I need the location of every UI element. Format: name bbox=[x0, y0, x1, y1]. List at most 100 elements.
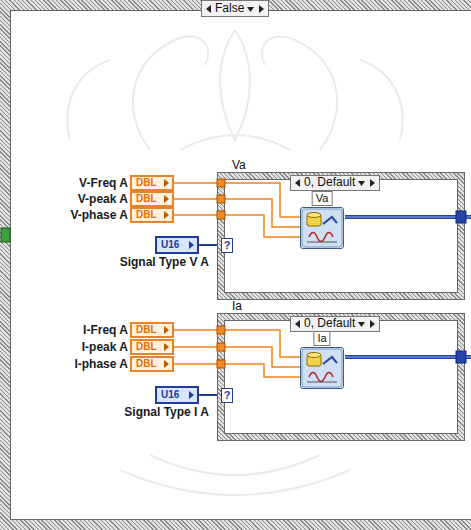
data-type: DBL bbox=[136, 193, 157, 205]
express-vi: Ia bbox=[300, 347, 344, 389]
terminal-label: V-peak A bbox=[78, 192, 128, 207]
waveform-wire bbox=[345, 215, 471, 219]
output-tunnel bbox=[456, 211, 466, 223]
vi-label-text: Ia bbox=[317, 332, 326, 345]
selector-mark: ? bbox=[224, 239, 231, 252]
watermark bbox=[67, 30, 402, 495]
express-vi: Va bbox=[300, 207, 344, 249]
numeric-wire bbox=[174, 215, 300, 237]
icon-axis bbox=[307, 382, 337, 383]
input-tunnel bbox=[217, 211, 225, 219]
terminal-arrow bbox=[189, 241, 194, 249]
case-name: 0, Default bbox=[304, 317, 355, 331]
selector-arrow bbox=[257, 4, 266, 14]
terminal-label: Signal Type I A bbox=[124, 405, 209, 420]
case-label: Va bbox=[232, 158, 246, 173]
terminal-label-text: Signal Type V A bbox=[120, 256, 209, 270]
selector-arrow-shape bbox=[295, 320, 300, 328]
terminal-label: V-Freq A bbox=[79, 176, 128, 191]
selector-arrow-shape bbox=[370, 320, 375, 328]
terminal-arrow bbox=[164, 179, 169, 187]
terminal-label-text: Signal Type I A bbox=[124, 406, 209, 420]
terminal-label: Signal Type V A bbox=[120, 255, 209, 270]
selector-terminal: ? bbox=[221, 388, 233, 403]
selector-mark: ? bbox=[224, 389, 231, 402]
watermark-arc bbox=[180, 135, 290, 150]
case-label-text: Va bbox=[232, 159, 246, 173]
case-selector: 0, Default bbox=[290, 316, 380, 332]
input-tunnel bbox=[217, 326, 225, 334]
terminal-arrow bbox=[164, 211, 169, 219]
selector-arrow-shape bbox=[358, 322, 365, 327]
terminal-label-text: V-peak A bbox=[78, 193, 128, 207]
case-structure: Ia0, DefaultIa? bbox=[218, 314, 464, 440]
selector-arrow-shape bbox=[370, 179, 375, 187]
vi-label-text: Va bbox=[316, 192, 329, 205]
data-type: DBL bbox=[136, 341, 157, 353]
case-structure: Va0, DefaultVa? bbox=[218, 173, 464, 299]
input-tunnel bbox=[217, 179, 225, 187]
terminal-arrow bbox=[189, 391, 194, 399]
selector-arrow bbox=[368, 319, 377, 329]
terminal-label-text: V-phase A bbox=[70, 209, 128, 223]
integer-wire bbox=[199, 244, 218, 246]
input-tunnel bbox=[217, 360, 225, 368]
icon-ground bbox=[302, 209, 342, 247]
waveform-wire bbox=[345, 355, 471, 359]
terminal-arrow bbox=[164, 360, 169, 368]
selector-arrow-shape bbox=[295, 179, 300, 187]
numeric-wire bbox=[174, 183, 300, 217]
icon-cylinder-top bbox=[307, 213, 321, 218]
express-vi-icon bbox=[301, 348, 343, 388]
dbl-terminal: DBLV-peak A bbox=[130, 191, 174, 207]
terminal-arrow bbox=[164, 195, 169, 203]
numeric-wire bbox=[174, 364, 300, 377]
data-type: DBL bbox=[136, 324, 157, 336]
selector-arrow bbox=[246, 4, 255, 14]
numeric-wire bbox=[174, 330, 300, 357]
input-tunnel bbox=[217, 343, 225, 351]
output-tunnel bbox=[456, 351, 466, 363]
selector-arrow-shape bbox=[259, 5, 264, 13]
icon-stroke bbox=[323, 217, 337, 224]
watermark-arc bbox=[120, 470, 350, 495]
terminal-label: V-phase A bbox=[70, 208, 128, 223]
watermark-flame bbox=[220, 30, 250, 140]
dbl-terminal: DBLI-phase A bbox=[130, 356, 174, 372]
u16-terminal: U16Signal Type I A bbox=[155, 386, 199, 404]
input-tunnel bbox=[217, 195, 225, 203]
terminal-label: I-phase A bbox=[74, 357, 128, 372]
icon-cylinder-top bbox=[307, 353, 321, 358]
waveform-wire-core bbox=[345, 357, 471, 358]
watermark-swirl bbox=[133, 37, 208, 150]
data-type: DBL bbox=[136, 358, 157, 370]
watermark-swirl bbox=[360, 60, 403, 140]
case-selector-terminal bbox=[1, 228, 10, 242]
data-type: U16 bbox=[161, 389, 179, 401]
case-name: False bbox=[215, 2, 244, 16]
terminal-label: I-Freq A bbox=[83, 323, 128, 338]
selector-arrow bbox=[368, 178, 377, 188]
selector-arrow-shape bbox=[247, 7, 254, 12]
data-type: U16 bbox=[161, 239, 179, 251]
watermark-swirl bbox=[67, 60, 110, 140]
case-selector: 0, Default bbox=[290, 175, 380, 191]
case-label: Ia bbox=[232, 299, 242, 314]
numeric-wire bbox=[174, 199, 300, 227]
vi-label: Ia bbox=[313, 331, 330, 346]
integer-wire bbox=[199, 394, 218, 396]
icon-ground bbox=[302, 349, 342, 387]
selector-arrow bbox=[357, 178, 366, 188]
selector-arrow-shape bbox=[206, 5, 211, 13]
icon-stroke bbox=[323, 357, 337, 364]
icon-waveform bbox=[309, 373, 333, 382]
vi-label: Va bbox=[312, 191, 333, 206]
dbl-terminal: DBLI-Freq A bbox=[130, 322, 174, 338]
output-tunnels bbox=[456, 211, 466, 363]
dbl-terminal: DBLI-peak A bbox=[130, 339, 174, 355]
selector-arrow-shape bbox=[358, 181, 365, 186]
